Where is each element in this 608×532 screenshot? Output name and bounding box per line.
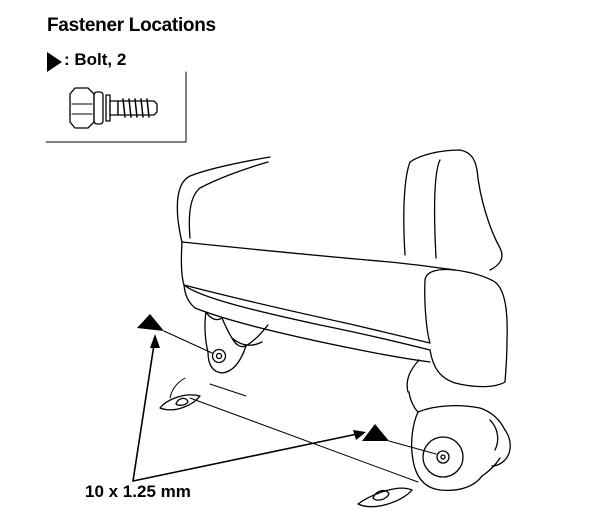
bolt-legend-label: : Bolt, 2 [64, 50, 127, 69]
legend-box [45, 71, 187, 143]
bolt-marker-left-icon [137, 314, 164, 331]
floor-mount-holes [159, 394, 413, 508]
bolt-size-callout: 10 x 1.25 mm [85, 482, 191, 501]
left-mount-bracket [204, 311, 269, 374]
bolt-marker-right-icon [362, 424, 389, 441]
diagram-title: Fastener Locations [47, 15, 216, 36]
legend-marker-icon [47, 52, 62, 72]
callout-arrowhead-left-icon [150, 334, 160, 348]
callout-arrows [132, 337, 363, 482]
seat-cushion [176, 149, 508, 393]
floor-rail-lines [169, 377, 419, 483]
bolt-icon [69, 87, 158, 129]
callout-arrowhead-right-icon [353, 430, 366, 440]
leader-lines [163, 330, 437, 455]
right-mount-bracket [408, 391, 511, 492]
